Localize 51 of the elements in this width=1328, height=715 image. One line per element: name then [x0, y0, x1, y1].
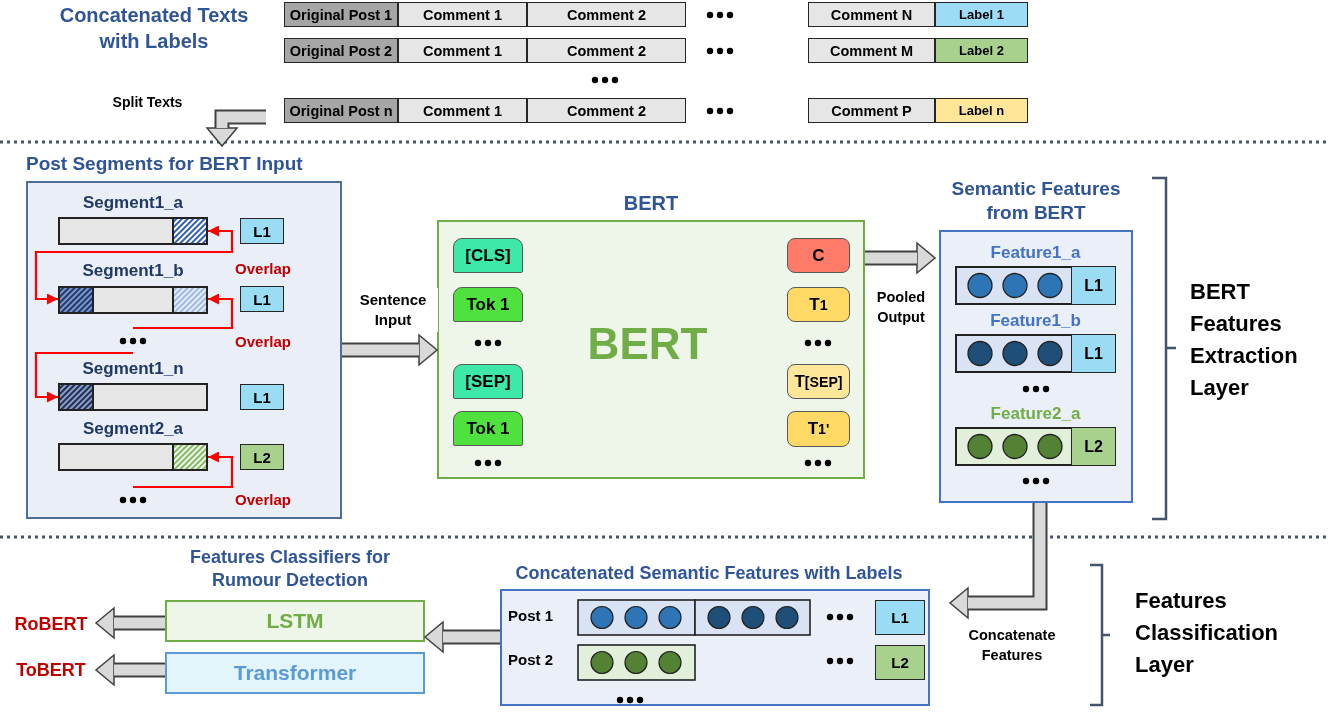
row-label: Post 2	[508, 650, 554, 670]
feature-title: Feature2_a	[989, 403, 1082, 425]
label-tag: L2	[875, 645, 925, 680]
segment-title: Segment2_a	[81, 418, 185, 440]
label-tag: L1	[240, 286, 284, 312]
comment-cell: Comment 2	[527, 2, 686, 27]
post-cell: Original Post 2	[284, 38, 398, 63]
token-box: Tok 1	[453, 411, 523, 446]
feature-title: Feature1_a	[989, 242, 1082, 264]
label-tag: L2	[1071, 427, 1116, 466]
label-tag: L1	[875, 600, 925, 635]
segment-title: Segment1_n	[81, 358, 185, 380]
label-tag: Label n	[935, 98, 1028, 123]
group-heading: Features Classifiers for Rumour Detection	[188, 545, 392, 592]
panel-heading: Concatenated Semantic Features with Labels	[514, 561, 904, 585]
label-tag: L1	[240, 218, 284, 244]
label-tag: L2	[240, 444, 284, 470]
model-label: RoBERT	[6, 611, 96, 637]
token-box: [CLS]	[453, 238, 523, 273]
comment-cell: Comment 2	[527, 38, 686, 63]
label-tag: Label 2	[935, 38, 1028, 63]
panel-heading: BERT	[622, 191, 680, 216]
comment-cell: Comment P	[808, 98, 935, 123]
panel-heading: Post Segments for BERT Input	[26, 152, 304, 177]
classifier-box: Transformer	[165, 652, 425, 694]
panel-heading: Semantic Features from BERT	[950, 176, 1122, 226]
label-tag: L1	[1071, 266, 1116, 305]
comment-cell: Comment 1	[398, 38, 527, 63]
comment-cell: Comment 1	[398, 2, 527, 27]
comment-cell: Comment 1	[398, 98, 527, 123]
feature-title: Feature1_b	[989, 310, 1082, 332]
segment-title: Segment1_a	[81, 191, 185, 214]
token-box: [SEP]	[453, 364, 523, 399]
post-cell: Original Post 1	[284, 2, 398, 27]
comment-cell: Comment N	[808, 2, 935, 27]
label-tag: L1	[240, 384, 284, 410]
model-name: BERT	[586, 318, 709, 370]
label-tag: Label 1	[935, 2, 1028, 27]
row-label: Post 1	[508, 606, 554, 626]
model-label: ToBERT	[6, 657, 96, 683]
post-cell: Original Post n	[284, 98, 398, 123]
comment-cell: Comment 2	[527, 98, 686, 123]
layer-label: Features Classification Layer	[1135, 587, 1280, 679]
section-heading: Concatenated Texts with Labels	[58, 3, 250, 54]
token-box: Tok 1	[453, 287, 523, 322]
layer-label: BERT Features Extraction Layer	[1190, 278, 1299, 402]
label-tag: L1	[1071, 334, 1116, 373]
comment-cell: Comment M	[808, 38, 935, 63]
token-box: C	[787, 238, 850, 273]
classifier-box: LSTM	[165, 600, 425, 642]
segment-title: Segment1_b	[81, 260, 185, 282]
